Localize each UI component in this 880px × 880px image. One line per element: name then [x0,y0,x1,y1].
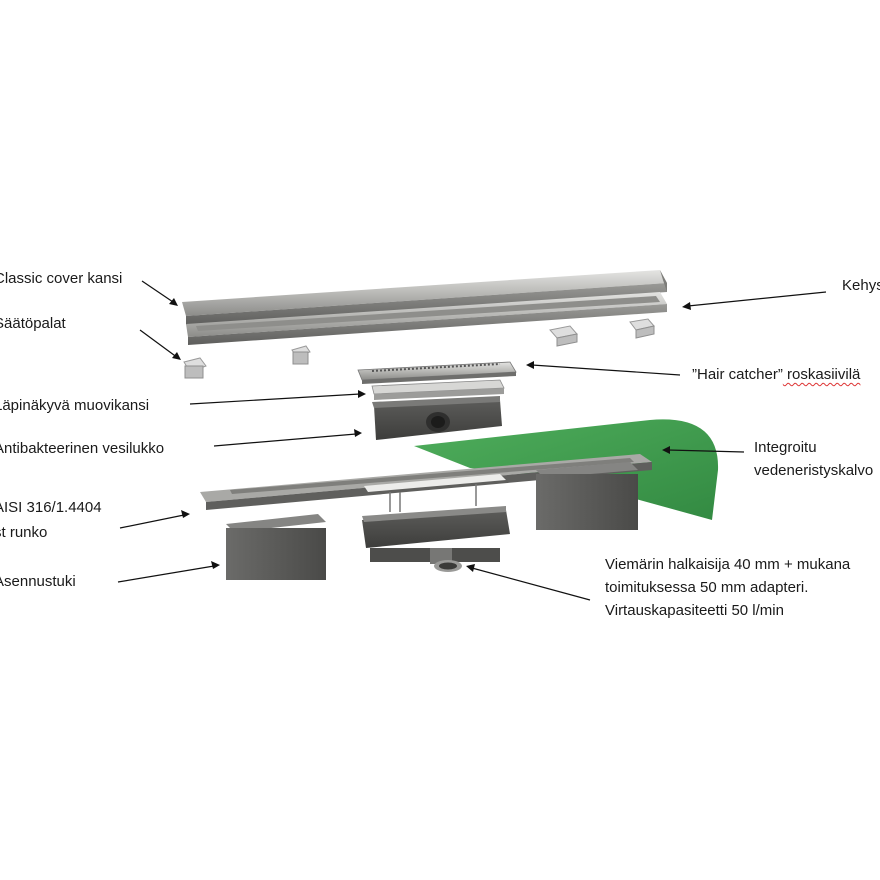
leader-vesilukko [213,429,362,447]
label-viemari-line2: toimituksessa 50 mm adapteri. [605,579,809,596]
label-saatopalat: Säätöpalat [0,315,66,332]
leader-saatopalat [139,329,181,360]
adjuster-3 [549,325,578,347]
adjuster-2 [291,345,311,365]
plastic-lid [371,379,505,400]
leader-viemari [466,564,591,601]
adjuster-1 [183,357,207,379]
label-integroitu-line2: vedeneristyskalvo [754,462,874,479]
leader-runko [119,510,190,529]
leader-muovikansi [189,390,366,405]
leader-hair-catcher [526,361,681,376]
leader-asennustuki [117,561,220,583]
label-kehys: Kehys [842,277,880,294]
label-runko-line2: st runko [0,524,48,541]
installation-support-right [536,462,638,530]
label-hair-catcher-quoted: ”Hair catcher” [692,366,783,383]
drain-outlet [362,506,510,572]
hair-catcher [357,361,517,384]
frame [186,292,667,345]
label-hair-catcher-rest: roskasiivilä [782,366,861,383]
label-hair-catcher: ”Hair catcher” roskasiivilä [692,363,860,387]
leader-kehys [682,291,827,310]
label-asennustuki: Asennustuki [0,573,76,590]
adjuster-4 [629,318,655,339]
label-integroitu-line1: Integroitu [754,439,817,456]
leader-lines [117,280,827,601]
installation-support-left [226,514,326,580]
water-trap [372,396,502,440]
label-viemari-line3: Virtauskapasiteetti 50 l/min [605,602,784,619]
label-muovikansi: Läpinäkyvä muovikansi [0,397,150,414]
label-runko-line1: AISI 316/1.4404 [0,499,102,516]
label-vesilukko: Antibakteerinen vesilukko [0,440,165,457]
label-viemari-line1: Viemärin halkaisija 40 mm + mukana [605,556,851,573]
leader-classic-cover [141,280,178,306]
label-classic-cover: Classic cover kansi [0,270,123,287]
classic-cover [182,270,667,325]
adjustment-pieces [183,318,655,379]
leader-integroitu [662,446,745,454]
